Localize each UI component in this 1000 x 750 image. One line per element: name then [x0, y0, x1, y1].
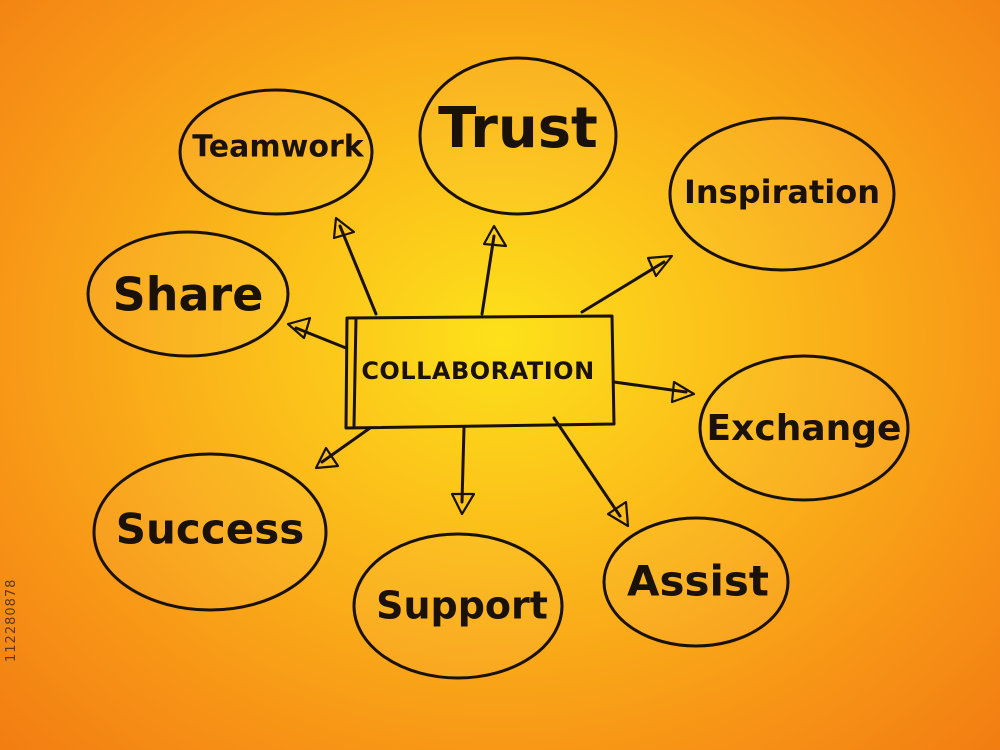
label-share: Share [113, 268, 264, 322]
connector-support [460, 426, 466, 504]
node-support: Support [352, 532, 564, 680]
label-success: Success [116, 505, 304, 554]
arrowhead-trust [482, 224, 508, 248]
arrowhead-teamwork [332, 216, 356, 240]
bubble-share [86, 230, 290, 358]
bubble-support [352, 532, 564, 680]
bubble-exchange [698, 354, 910, 502]
arrowhead-support [450, 492, 476, 516]
label-support: Support [376, 584, 548, 628]
node-assist: Assist [602, 516, 790, 648]
node-trust: Trust [418, 56, 618, 216]
bubble-assist [602, 516, 790, 648]
node-teamwork: Teamwork [178, 88, 374, 216]
central-topic: COLLABORATION [344, 314, 616, 430]
connector-trust [480, 234, 496, 316]
bubble-trust [418, 56, 618, 216]
arrowhead-share [286, 316, 312, 340]
bubble-teamwork [178, 88, 374, 216]
connector-assist [552, 416, 622, 518]
node-inspiration: Inspiration [668, 116, 896, 272]
node-success: Success [92, 452, 328, 612]
bubble-inspiration [668, 116, 896, 272]
label-inspiration: Inspiration [684, 173, 880, 211]
bubble-success [92, 452, 328, 612]
arrowhead-inspiration [646, 254, 674, 278]
connectors [286, 216, 696, 528]
arrowhead-exchange [670, 380, 696, 404]
connector-share [294, 326, 348, 350]
central-topic-label: COLLABORATION [361, 357, 594, 385]
label-trust: Trust [438, 96, 598, 161]
node-exchange: Exchange [698, 354, 910, 502]
central-box-extra-stroke [352, 316, 358, 428]
label-exchange: Exchange [707, 408, 902, 449]
label-teamwork: Teamwork [192, 130, 364, 165]
arrowhead-assist [606, 500, 630, 528]
connector-success [320, 426, 372, 464]
central-box [344, 314, 616, 430]
connector-teamwork [338, 224, 378, 316]
connector-inspiration [580, 260, 666, 314]
arrowhead-success [314, 446, 340, 470]
node-share: Share [86, 230, 290, 358]
stock-id-watermark: 112280878 [4, 578, 19, 662]
label-assist: Assist [627, 557, 769, 606]
